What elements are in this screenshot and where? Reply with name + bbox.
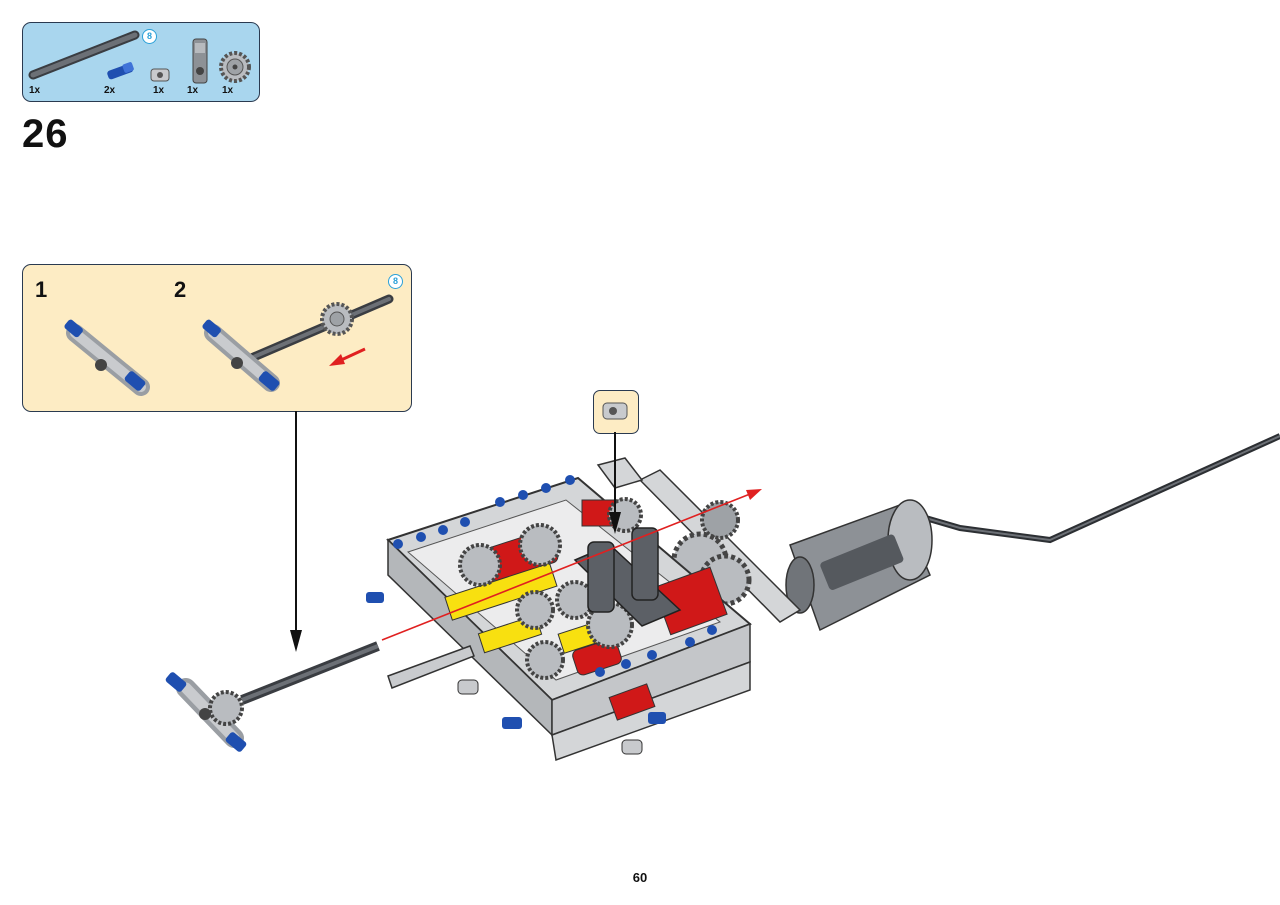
placement-arrow-sub-assembly	[290, 411, 302, 652]
parts-list-illustration	[28, 30, 251, 84]
sub-axle-length-badge: 8	[388, 274, 403, 289]
quantity-gear: 1x	[222, 85, 234, 96]
sub-assembly-illustration	[64, 294, 394, 396]
slide-direction-arrow	[329, 347, 366, 366]
sub-step-2-assembly-image	[202, 294, 394, 392]
blue-pins-row	[366, 475, 717, 729]
blue-pin-part-icon	[107, 62, 134, 80]
protruding-axle	[387, 645, 643, 755]
quantity-axle: 1x	[29, 85, 41, 96]
bush-part-icon	[150, 68, 170, 82]
step-number: 26	[22, 112, 69, 156]
sub-step-1-number: 1	[35, 277, 48, 302]
gear-part-icon	[219, 51, 251, 83]
motor-cable	[904, 433, 1280, 544]
selector-assembly	[573, 527, 682, 627]
connector-part-icon	[192, 38, 208, 84]
quantity-blue-pin: 2x	[104, 85, 116, 96]
bush-callout-image	[602, 402, 628, 420]
insertion-direction-arrow	[381, 489, 762, 641]
sub-step-2-number: 2	[174, 277, 187, 302]
axle-length-badge: 8	[142, 29, 157, 44]
quantity-bush: 1x	[153, 85, 165, 96]
placement-arrow-bush	[609, 432, 621, 534]
incoming-sub-assembly	[165, 641, 380, 752]
sub-step-1-connector-image	[64, 319, 150, 396]
parts-list-box: 8 1x 2x 1x 1x 1x	[22, 22, 260, 102]
motor-image	[785, 499, 933, 632]
axle-part-icon	[28, 30, 140, 80]
sub-assembly-box: 1 2 8	[22, 264, 412, 412]
page-number: 60	[632, 870, 648, 885]
quantity-connector: 1x	[187, 85, 199, 96]
